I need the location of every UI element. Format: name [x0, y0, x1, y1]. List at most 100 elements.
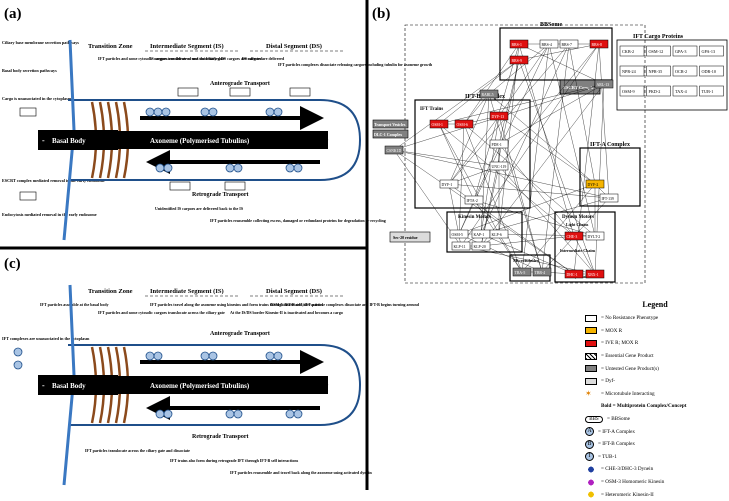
network-node [594, 79, 614, 89]
cargo-node-label: PKD-2 [649, 89, 661, 94]
legend-item-label: = TUB-1 [598, 453, 617, 460]
intermediate-chains-label: Intermediate Chains [560, 248, 596, 253]
network-node-label: KLP-6 [492, 233, 502, 237]
basal-body-c [38, 375, 118, 395]
svg-text:-: - [42, 381, 45, 390]
network-node-label: RABL5 [482, 93, 494, 97]
svg-text:+: + [324, 136, 329, 145]
bottom-note-c-2: IFT trains also form during retrograde I… [170, 458, 299, 463]
network-node [451, 241, 471, 251]
axoneme-a-label: Axoneme (Polymerised Tubulins) [150, 137, 250, 145]
cargo-node [619, 65, 645, 77]
legend-item-label: = MOX R [601, 327, 623, 334]
network-node [384, 145, 404, 155]
bottom-note-a-2: IFT particles reassemble collecting exce… [210, 218, 386, 223]
transport-vesicles-label: Transport Vesicles [374, 122, 406, 127]
legend-item-label: = CHE-3/DHC-3 Dynein [601, 466, 654, 473]
legend-item-label: = Microtubule Interacting [601, 390, 655, 397]
network-node-label: OSM-5 [452, 233, 463, 237]
network-node-label: IFT-139 [602, 197, 614, 201]
network-node-label: DHC-1 [567, 273, 578, 277]
cargo-node [699, 45, 724, 57]
panel-c-label: (c) [4, 256, 21, 272]
network-node-label: OSM-1 [432, 123, 443, 127]
left-note-a-5: Endocytosis mediated removal in the earl… [2, 212, 97, 217]
legend-swatch [585, 365, 597, 373]
network-node-label: DYLT-2 [588, 235, 601, 239]
network-node [585, 269, 605, 279]
cargo-node-label: GPA-13 [702, 49, 716, 54]
network-node [559, 39, 579, 49]
left-note-a-1: Ciliary base membrane secretion pathways [2, 40, 79, 45]
network-node [589, 39, 609, 49]
network-node-label: KAP-1 [474, 233, 485, 237]
network-node-label: BBS-4 [542, 43, 552, 47]
cargo-node [619, 85, 645, 97]
zone-transition-a: Transition Zone [88, 43, 133, 50]
legend-swatch [585, 339, 597, 347]
left-note-c-1: IFT complexes are unassociated in the cy… [2, 336, 90, 341]
left-note-a-4: ESCRT complex mediated removal in the ea… [2, 178, 105, 183]
legend-swatch [585, 314, 597, 322]
network-node [471, 241, 491, 251]
basal-body-a [38, 130, 118, 150]
cargo-node-label: NPR-24 [622, 69, 637, 74]
legend-swatch [585, 465, 597, 473]
legend-swatch [585, 403, 597, 410]
legend-swatch: T [585, 452, 594, 462]
network-node [429, 119, 449, 129]
legend-swatch [585, 327, 597, 335]
legend-item-label: = BBSome [607, 416, 630, 423]
cargo-node [646, 45, 671, 57]
legend-item: ✶= Microtubule Interacting [585, 388, 725, 401]
network-node [564, 231, 584, 241]
bottom-note-c-3: IFT particles reassemble and travel back… [230, 470, 373, 475]
panel-c: (c) Transition Zone Intermediate Segment… [2, 256, 420, 486]
legend-item: T = TUB-1 [585, 451, 725, 464]
legend-item: = Dyf- [585, 375, 725, 388]
network-node [509, 55, 529, 65]
legend-item: = MOX R [585, 325, 725, 338]
network-node-label: IFTA-2 [467, 199, 478, 203]
network-node-label: DYF-2 [588, 183, 599, 187]
legend-item-label: = IFT-A Complex [598, 428, 636, 435]
legend-swatch: BBS [585, 415, 603, 423]
top-note-a-4: IFT particles complexes dissociate relea… [278, 62, 433, 67]
retrograde-c: Retrograde Transport [192, 434, 249, 440]
left-note-a-2: Basal body secretion pathways [2, 68, 57, 73]
cargo-node-label: OCR-2 [675, 69, 687, 74]
panel-a-label: (a) [4, 6, 22, 22]
bbsome-label: BBSome [540, 22, 562, 28]
legend-swatch [585, 478, 597, 486]
top-note-a-2: IS cargoes are delivered and unidentifie… [150, 56, 263, 61]
cargo-node-label: NPR-35 [649, 69, 663, 74]
anterograde-a: Anterograde Transport [210, 81, 270, 87]
legend-item-label: = Essential Gene Product [601, 353, 654, 360]
network-node [585, 231, 605, 241]
network-node [439, 179, 459, 189]
network-node-label: KLP-20 [474, 245, 486, 249]
ifta-label: IFT-A Complex [590, 142, 630, 148]
cargo-node-label: GPA-3 [675, 49, 686, 54]
basal-body-a-label: Basal Body [52, 137, 86, 145]
network-node [489, 139, 509, 149]
cargo-node-label: ODR-10 [702, 69, 716, 74]
top-note-c-1: IFT particles assemble at the basal body [40, 302, 109, 307]
legend-item: = Essential Gene Product [585, 350, 725, 363]
top-note-a-3: DS cargoes are delivered [242, 56, 285, 61]
network-node [539, 39, 559, 49]
network-node-label: CSNK1D [387, 149, 402, 153]
top-note-c-2: IFT particles and some cytosolic cargoes… [98, 310, 225, 315]
legend-swatch [585, 377, 597, 385]
legend-swatch: B [585, 439, 594, 449]
legend-item: = CHE-3/DHC-3 Dynein [585, 463, 725, 476]
legend-item-label: = Untested Gene Product(s) [601, 365, 659, 372]
legend-item-label: = No Resistance Phenotype [601, 315, 659, 322]
ifta-box [579, 147, 641, 207]
legend-item-label: = OSM-3 Homomeric Kinesin [601, 479, 665, 486]
network-node [512, 267, 532, 277]
zone-distal-a: Distal Segment (DS) [266, 43, 322, 50]
zone-transition-c: Transition Zone [88, 288, 133, 295]
microtubules-label: Microtubules [513, 258, 539, 263]
